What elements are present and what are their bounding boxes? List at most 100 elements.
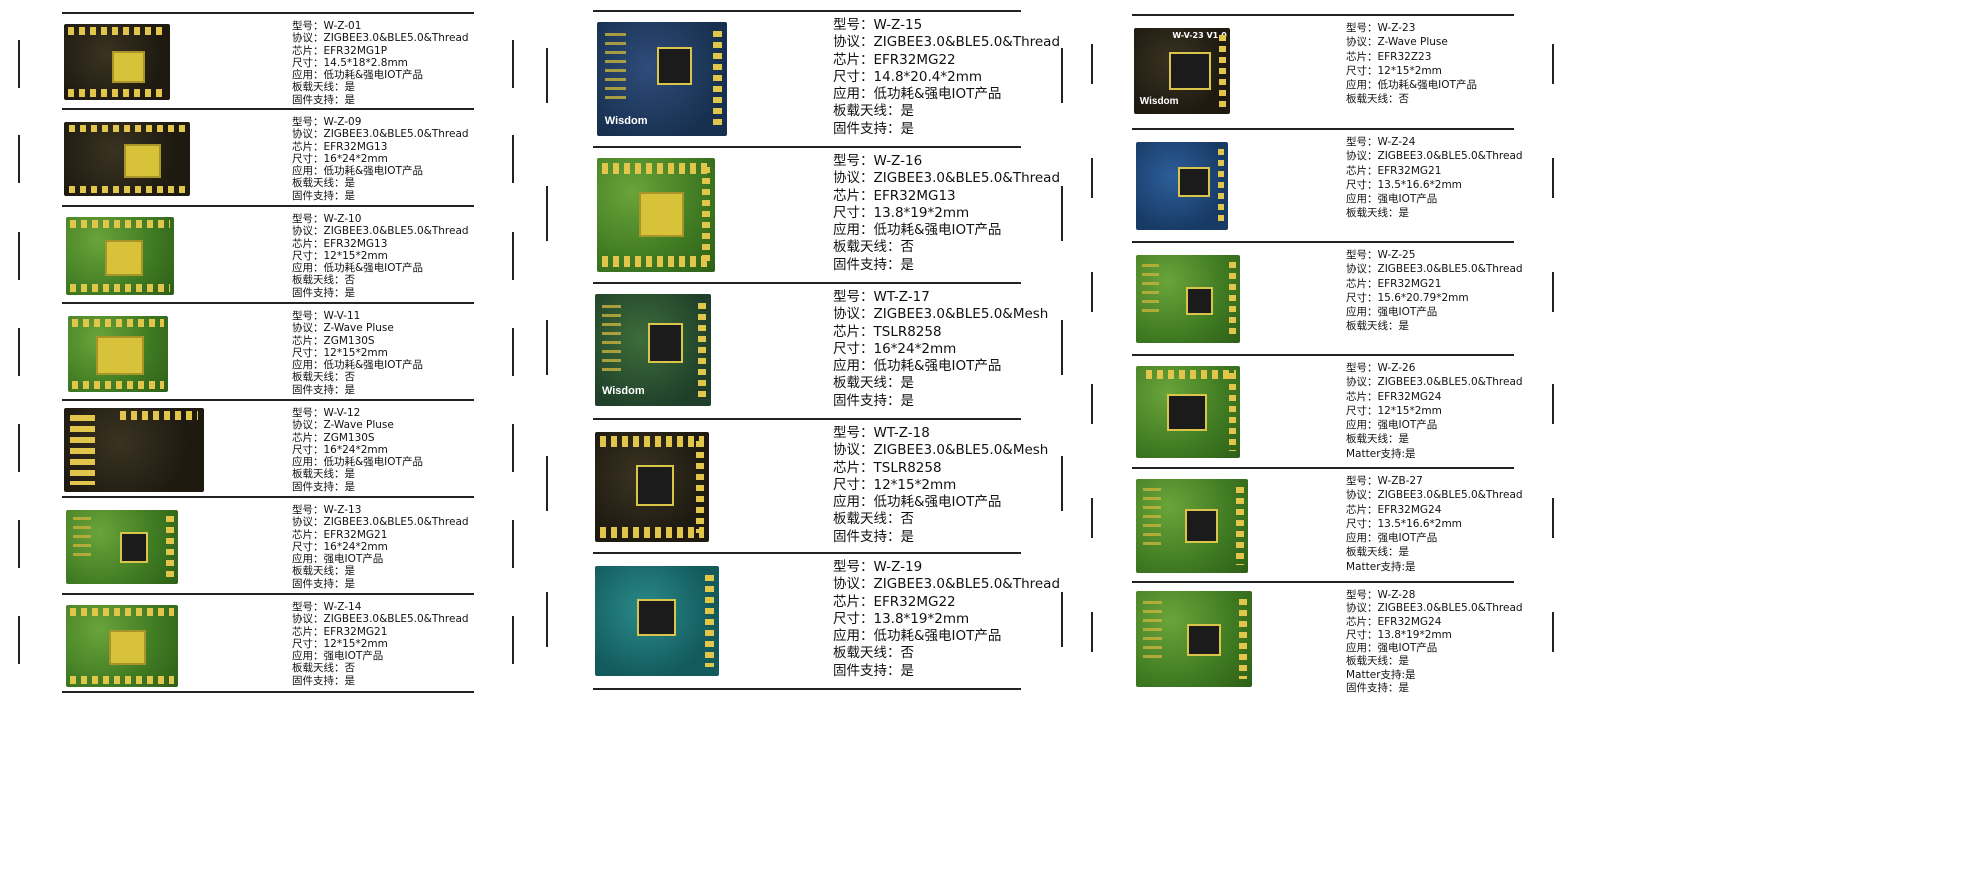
spec-protocol: 协议：ZIGBEE3.0&BLE5.0&Thread <box>833 576 1061 593</box>
spec-application: 应用：强电IOT产品 <box>1346 193 1438 206</box>
spec-protocol: 协议：Z-Wave Pluse <box>292 419 394 432</box>
separator-mark <box>18 328 20 376</box>
spec-size: 尺寸：12*15*2mm <box>292 249 388 262</box>
spec-protocol: 协议：ZIGBEE3.0&BLE5.0&Thread <box>292 225 469 238</box>
spec-model: 型号：W-Z-16 <box>833 153 923 169</box>
separator-mark <box>1091 272 1093 312</box>
spec-firmware: 固件支持：是 <box>292 480 355 493</box>
spec-application: 应用：低功耗&强电IOT产品 <box>292 456 423 469</box>
module-card: 型号：W-Z-19 协议：ZIGBEE3.0&BLE5.0&Thread 芯片：… <box>593 552 1060 690</box>
spec-model: 型号：W-Z-19 <box>833 559 923 575</box>
spec-antenna: 板载天线：否 <box>833 511 914 528</box>
spec-size: 尺寸：15.6*20.79*2mm <box>1346 291 1469 304</box>
spec-protocol: 协议：ZIGBEE3.0&BLE5.0&Thread <box>1346 376 1523 389</box>
separator-mark <box>1061 320 1063 375</box>
module-photo <box>64 408 204 492</box>
spec-size: 尺寸：12*15*2mm <box>292 637 388 650</box>
spec-application: 应用：低功耗&强电IOT产品 <box>292 69 423 82</box>
spec-size: 尺寸：16*24*2mm <box>292 152 388 165</box>
module-photo <box>68 316 168 392</box>
spec-application: 应用：强电IOT产品 <box>292 553 384 566</box>
separator-mark <box>1061 186 1063 241</box>
spec-model: 型号：W-Z-24 <box>1346 136 1416 148</box>
module-photo <box>66 605 178 687</box>
spec-antenna: 板载天线：是 <box>292 81 355 94</box>
spec-model: 型号：W-V-12 <box>292 407 361 419</box>
wisdom-logo: Wisdom <box>604 114 648 127</box>
column-2: Wisdom 型号：W-Z-15 协议：ZIGBEE3.0&BLE5.0&Thr… <box>593 0 1060 879</box>
spec-application: 应用：强电IOT产品 <box>292 650 384 663</box>
spec-chip: 芯片：EFR32MG22 <box>833 593 956 610</box>
spec-antenna: 板载天线：否 <box>292 371 355 384</box>
spec-chip: 芯片：TSLR8258 <box>833 323 942 340</box>
separator-mark <box>1061 48 1063 103</box>
spec-antenna: 板载天线：否 <box>833 645 914 662</box>
module-photo <box>1136 142 1228 230</box>
spec-model: 型号：WT-Z-17 <box>833 289 930 305</box>
spec-application: 应用：强电IOT产品 <box>1346 532 1438 545</box>
separator-mark <box>1091 612 1093 652</box>
board-label: W-V-23 V1.0 <box>1172 31 1227 41</box>
module-photo <box>595 566 719 676</box>
module-card: 型号：W-V-11 协议：Z-Wave Pluse 芯片：ZGM130S 尺寸：… <box>62 302 474 401</box>
spec-protocol: 协议：Z-Wave Pluse <box>1346 36 1448 49</box>
separator-mark <box>512 232 514 280</box>
module-photo <box>66 510 178 584</box>
separator-mark <box>512 424 514 472</box>
spec-application: 应用：低功耗&强电IOT产品 <box>833 222 1002 239</box>
module-photo <box>1136 255 1240 343</box>
spec-model: 型号：W-Z-01 <box>292 20 362 32</box>
spec-application: 应用：强电IOT产品 <box>1346 419 1438 432</box>
spec-chip: 芯片：EFR32MG13 <box>292 140 388 153</box>
spec-application: 应用：低功耗&强电IOT产品 <box>833 86 1002 103</box>
module-photo <box>64 24 170 100</box>
spec-chip: 芯片：ZGM130S <box>292 334 375 347</box>
separator-mark <box>1061 592 1063 647</box>
spec-model: 型号：W-Z-09 <box>292 116 362 128</box>
spec-protocol: 协议：ZIGBEE3.0&BLE5.0&Mesh <box>833 442 1049 459</box>
separator-mark <box>512 328 514 376</box>
separator-mark <box>1091 158 1093 198</box>
separator-mark <box>18 616 20 664</box>
spec-chip: 芯片：EFR32MG13 <box>292 237 388 250</box>
spec-model: 型号：W-Z-10 <box>292 213 362 225</box>
separator-mark <box>512 520 514 568</box>
module-photo <box>64 122 190 196</box>
separator-mark <box>1552 612 1554 652</box>
spec-antenna: 板载天线：是 <box>292 565 355 578</box>
spec-antenna: 板载天线：是 <box>833 375 914 392</box>
spec-size: 尺寸：13.8*19*2mm <box>1346 628 1452 641</box>
spec-firmware: 固件支持：是 <box>833 528 914 545</box>
spec-antenna: 板载天线：是 <box>292 177 355 190</box>
spec-firmware: 固件支持：是 <box>292 189 355 202</box>
spec-size: 尺寸：12*15*2mm <box>833 476 957 493</box>
separator-mark <box>1552 498 1554 538</box>
separator-mark <box>1552 44 1554 84</box>
spec-protocol: 协议：ZIGBEE3.0&BLE5.0&Thread <box>1346 489 1523 502</box>
spec-chip: 芯片：TSLR8258 <box>833 459 942 476</box>
module-photo <box>1136 479 1248 573</box>
spec-protocol: 协议：ZIGBEE3.0&BLE5.0&Thread <box>1346 263 1523 276</box>
module-card: 型号：W-Z-25 协议：ZIGBEE3.0&BLE5.0&Thread 芯片：… <box>1132 241 1523 356</box>
bottom-divider <box>593 688 1021 690</box>
module-card: 型号：W-Z-16 协议：ZIGBEE3.0&BLE5.0&Thread 芯片：… <box>593 146 1060 284</box>
separator-mark <box>512 135 514 183</box>
spec-matter: Matter支持:是 <box>1346 560 1416 573</box>
module-photo <box>595 432 709 542</box>
spec-firmware: 固件支持：是 <box>292 577 355 590</box>
spec-protocol: 协议：ZIGBEE3.0&BLE5.0&Thread <box>1346 602 1523 615</box>
separator-mark <box>1552 272 1554 312</box>
spec-antenna: 板载天线：是 <box>1346 546 1409 559</box>
spec-application: 应用：低功耗&强电IOT产品 <box>833 628 1002 645</box>
spec-antenna: 板载天线：是 <box>1346 207 1409 220</box>
spec-antenna: 板载天线：否 <box>833 239 914 256</box>
spec-model: 型号：WT-Z-18 <box>833 425 930 441</box>
spec-application: 应用：低功耗&强电IOT产品 <box>292 359 423 372</box>
module-card: 型号：W-Z-28 协议：ZIGBEE3.0&BLE5.0&Thread 芯片：… <box>1132 581 1523 695</box>
module-photo: Wisdom <box>597 22 727 136</box>
spec-antenna: 板载天线：否 <box>1346 93 1409 106</box>
spec-protocol: 协议：ZIGBEE3.0&BLE5.0&Thread <box>833 34 1061 51</box>
spec-chip: 芯片：EFR32MG1P <box>292 44 388 57</box>
module-card: Wisdom 型号：WT-Z-17 协议：ZIGBEE3.0&BLE5.0&Me… <box>593 282 1048 420</box>
spec-protocol: 协议：ZIGBEE3.0&BLE5.0&Mesh <box>833 306 1049 323</box>
